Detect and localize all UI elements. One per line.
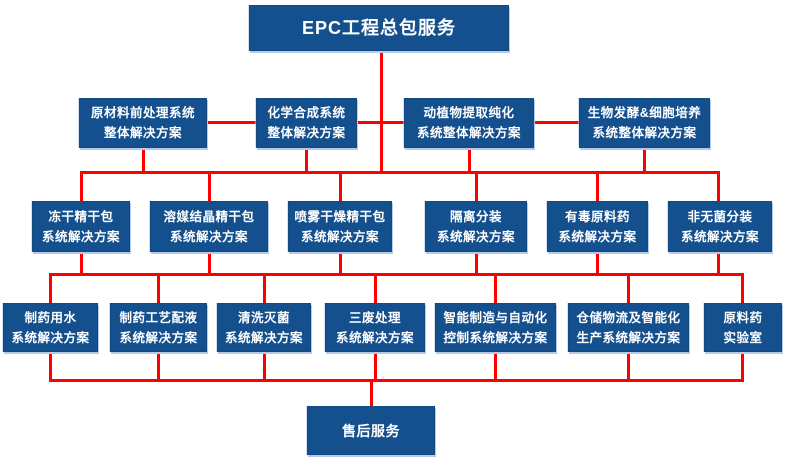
node-label: 系统解决方案	[169, 229, 248, 244]
connector-drop	[475, 171, 478, 202]
node-label: 溶媒结晶精干包	[163, 209, 255, 224]
node-label: 制药用水	[24, 310, 77, 325]
connector-drop	[263, 350, 266, 382]
connector-drop	[741, 273, 744, 304]
node-epc-general-contracting: EPC工程总包服务	[249, 5, 509, 51]
node-spray-drying: 喷雾干燥精干包 系统解决方案	[288, 201, 392, 252]
connector-drop	[627, 350, 630, 382]
node-label: 实验室	[723, 330, 763, 345]
node-label: 动植物提取纯化	[423, 106, 515, 120]
connector-drop	[49, 350, 52, 382]
node-label: 清洗灭菌	[237, 310, 290, 325]
node-label: EPC工程总包服务	[301, 18, 456, 38]
node-process-liquid-preparation: 制药工艺配液 系统解决方案	[110, 303, 207, 352]
node-label: 系统解决方案	[300, 229, 379, 244]
connector-drop	[717, 250, 720, 276]
node-pharma-water: 制药用水 系统解决方案	[3, 303, 98, 352]
node-label: 整体解决方案	[267, 126, 346, 140]
connector-drop	[142, 146, 145, 174]
node-bio-fermentation-cell-culture: 生物发酵&细胞培养 系统整体解决方案	[579, 98, 710, 148]
connector-l2-link	[205, 121, 258, 124]
connector-l2-link	[532, 121, 581, 124]
node-label: 系统整体解决方案	[592, 126, 697, 140]
node-label: 控制系统解决方案	[443, 330, 548, 345]
node-label: 生物发酵&细胞培养	[587, 106, 702, 120]
node-label: 系统整体解决方案	[416, 126, 521, 140]
node-non-sterile-filling: 非无菌分装 系统解决方案	[668, 201, 772, 252]
connector-drop	[627, 273, 630, 304]
node-label: 系统解决方案	[335, 330, 414, 345]
connector-drop	[339, 250, 342, 276]
connector-drop	[49, 273, 52, 304]
connector-drop	[468, 146, 471, 174]
node-label: 制药工艺配液	[119, 310, 198, 325]
node-raw-material-pretreatment: 原材料前处理系统 整体解决方案	[79, 98, 207, 148]
node-label: 系统解决方案	[11, 330, 90, 345]
connector-bus3	[49, 379, 743, 382]
connector-footer-stem	[370, 379, 373, 407]
node-toxic-api: 有毒原料药 系统解决方案	[547, 201, 648, 252]
node-label: 智能制造与自动化	[443, 310, 548, 325]
connector-drop	[596, 250, 599, 276]
node-api-laboratory: 原料药 实验室	[704, 303, 782, 352]
connector-drop	[80, 171, 83, 202]
connector-drop	[208, 171, 211, 202]
node-label: 非无菌分装	[687, 209, 753, 224]
node-label: 系统解决方案	[680, 229, 759, 244]
connector-drop	[208, 250, 211, 276]
node-label: 三废处理	[348, 310, 401, 325]
node-label: 系统解决方案	[41, 229, 120, 244]
connector-drop	[374, 273, 377, 304]
connector-drop	[717, 171, 720, 202]
connector-bus2	[49, 273, 743, 276]
node-chemical-synthesis: 化学合成系统 整体解决方案	[256, 98, 357, 148]
node-label: 生产系统解决方案	[576, 330, 681, 345]
node-label: 系统解决方案	[558, 229, 637, 244]
node-label: 有毒原料药	[564, 209, 630, 224]
connector-drop	[741, 350, 744, 382]
connector-bus1	[80, 171, 720, 174]
connector-l2-link	[355, 121, 406, 124]
node-cleaning-sterilization: 清洗灭菌 系统解决方案	[217, 303, 311, 352]
node-label: 系统解决方案	[436, 229, 515, 244]
connector-drop	[80, 250, 83, 276]
node-label: 原材料前处理系统	[90, 106, 195, 120]
connector-drop	[305, 146, 308, 174]
node-waste-treatment: 三废处理 系统解决方案	[325, 303, 425, 352]
connector-drop	[339, 171, 342, 202]
node-label: 售后服务	[342, 422, 400, 439]
connector-drop	[374, 350, 377, 382]
node-label: 整体解决方案	[103, 126, 182, 140]
node-isolation-filling: 隔离分装 系统解决方案	[425, 201, 527, 252]
node-plant-animal-extraction: 动植物提取纯化 系统整体解决方案	[404, 98, 534, 148]
node-intelligent-manufacturing: 智能制造与自动化 控制系统解决方案	[435, 303, 556, 352]
node-label: 化学合成系统	[267, 106, 346, 120]
node-label: 原料药	[723, 310, 763, 325]
node-warehouse-logistics: 仓储物流及智能化 生产系统解决方案	[568, 303, 689, 352]
connector-root-stem	[380, 50, 383, 174]
connector-drop	[596, 171, 599, 202]
connector-drop	[263, 273, 266, 304]
node-label: 系统解决方案	[119, 330, 198, 345]
node-label: 仓储物流及智能化	[576, 310, 681, 325]
connector-drop	[494, 350, 497, 382]
connector-drop	[157, 350, 160, 382]
connector-drop	[643, 146, 646, 174]
node-label: 冻干精干包	[48, 209, 114, 224]
connector-drop	[494, 273, 497, 304]
node-label: 喷雾干燥精干包	[294, 209, 386, 224]
node-label: 隔离分装	[449, 209, 502, 224]
node-solvent-crystallization: 溶媒结晶精干包 系统解决方案	[150, 201, 268, 252]
connector-drop	[475, 250, 478, 276]
connector-drop	[157, 273, 160, 304]
node-freeze-drying: 冻干精干包 系统解决方案	[32, 201, 130, 252]
node-after-sales-service: 售后服务	[307, 406, 435, 455]
node-label: 系统解决方案	[224, 330, 303, 345]
